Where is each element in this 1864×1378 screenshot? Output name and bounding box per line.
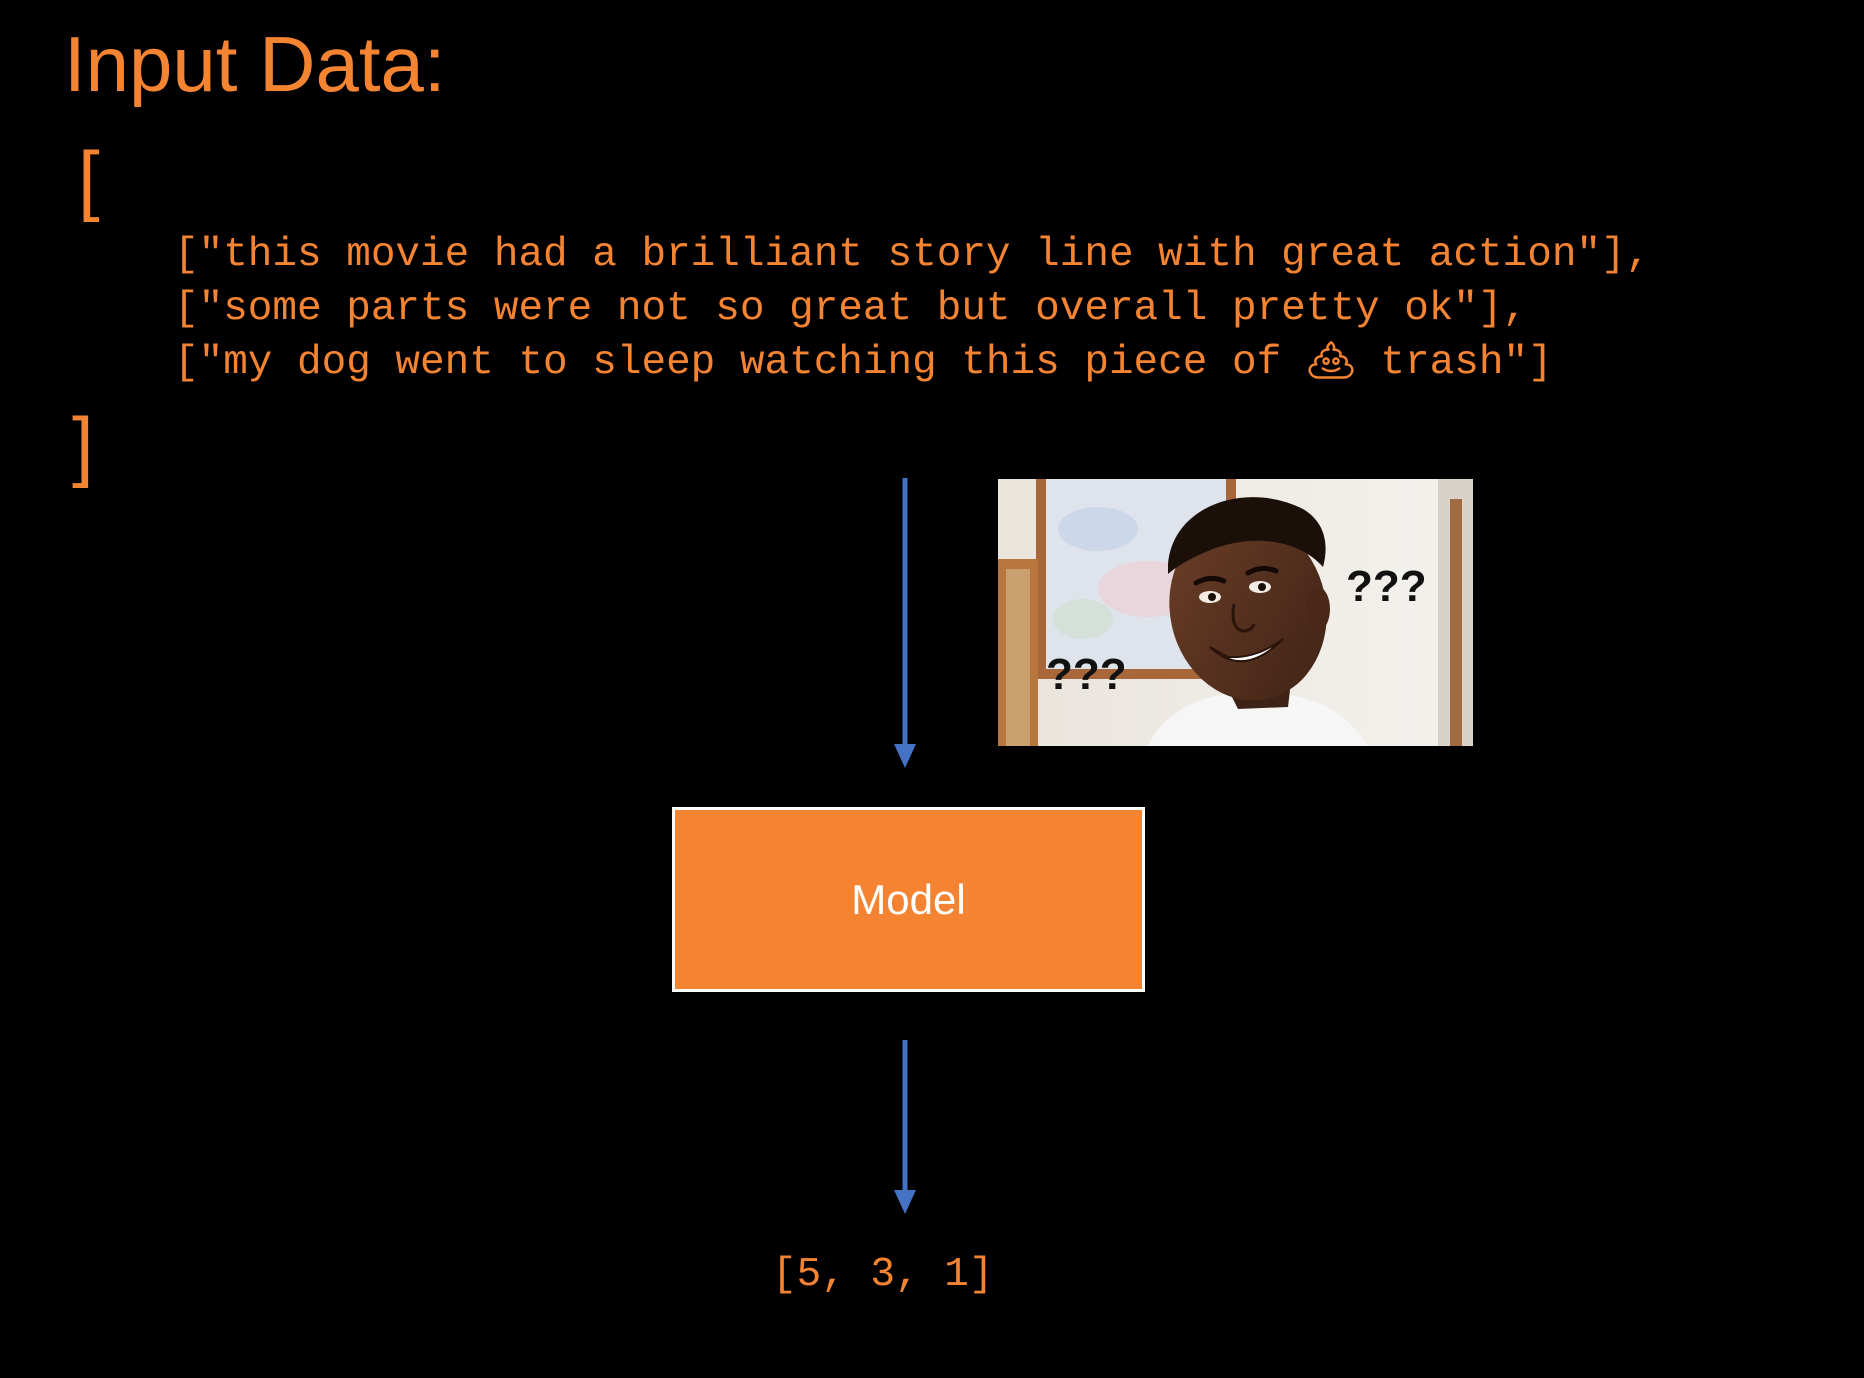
input-to-model-arrow: [894, 478, 916, 768]
slide-title: Input Data:: [64, 20, 446, 108]
meme-right-question-marks: ???: [1346, 562, 1427, 611]
model-output: [5, 3, 1]: [772, 1252, 994, 1298]
review-line-3: ["my dog went to sleep watching this pie…: [174, 340, 1553, 386]
model-to-output-arrow: [894, 1040, 916, 1214]
review-line-2: ["some parts were not so great but overa…: [174, 286, 1528, 332]
review-line-1: ["this movie had a brilliant story line …: [174, 232, 1651, 278]
model-label: Model: [851, 875, 966, 923]
review-list: ["this movie had a brilliant story line …: [174, 228, 1650, 390]
confused-meme-image: ??? ???: [998, 479, 1473, 746]
close-bracket: ]: [72, 401, 94, 489]
model-box: Model: [672, 807, 1145, 992]
meme-left-question-marks: ???: [1046, 650, 1127, 699]
poop-emoji-icon: [1308, 341, 1354, 380]
open-bracket: [: [78, 135, 100, 223]
